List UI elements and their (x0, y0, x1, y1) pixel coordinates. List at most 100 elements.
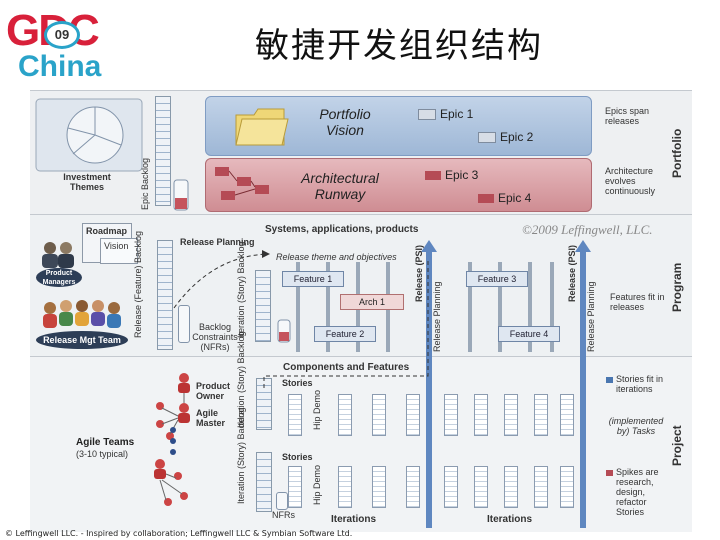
iteration-stack (338, 466, 352, 508)
stories-label-1: Stories (282, 378, 313, 388)
release-planning-arrow (173, 250, 270, 309)
epic-3-label: Epic 3 (445, 168, 479, 182)
hip-demo-label-2: Hip Demo (312, 464, 322, 505)
architecture-blocks-icon (215, 167, 269, 200)
epic-1: Epic 1 (418, 107, 473, 121)
iteration-stack (534, 394, 548, 436)
iteration-story-backlog-project-2 (256, 452, 272, 512)
nfrs-label: NFRs (272, 510, 295, 520)
release-psi-arrow-2 (580, 250, 586, 528)
release-planning-label: Release Planning (180, 237, 255, 247)
iteration-stack (406, 466, 420, 508)
iteration-stack (474, 394, 488, 436)
planning-dashed-connectors (263, 260, 429, 388)
logo-edition: 09 (44, 21, 80, 49)
arch-1: Arch 1 (340, 294, 404, 310)
iteration-stack (534, 466, 548, 508)
epic-jar-icon (173, 179, 189, 211)
product-managers-label: Product Managers (36, 268, 82, 287)
note-spikes: Spikes are research, design, refactor St… (616, 467, 659, 517)
slide-title: 敏捷开发组织结构 (255, 26, 543, 66)
gdc-china-logo: GDC 09 China (0, 0, 145, 86)
note-stories: Stories fit in iterations (616, 374, 664, 394)
logo-china-text: China (18, 50, 102, 83)
components-header: Components and Features (283, 362, 410, 373)
epic-4: Epic 4 (478, 191, 531, 205)
agile-teams-label: Agile Teams (76, 437, 135, 448)
epic-1-label: Epic 1 (440, 107, 474, 121)
footer-credit: © Leffingwell LLC. - Inspired by collabo… (5, 529, 353, 538)
release-psi-label-2: Release (PSI) (567, 244, 577, 302)
epic-2-label: Epic 2 (500, 130, 534, 144)
vision-doc-label: Vision (104, 241, 129, 251)
release-feature-backlog (157, 240, 173, 350)
feature-3: Feature 3 (466, 271, 528, 287)
iteration-story-backlog-project-label-2: Iteration (Story) Backlog (236, 407, 246, 504)
iteration-stack (444, 394, 458, 436)
portfolio-vision-title: Portfolio Vision (319, 106, 371, 138)
epic-backlog (155, 96, 171, 206)
release-psi-arrowhead-1 (421, 240, 437, 252)
architectural-runway-box (205, 158, 592, 212)
release-feature-backlog-label: Release (Feature) Backlog (133, 230, 143, 338)
epic-backlog-label: Epic Backlog (140, 157, 150, 210)
note-features-fit: Features fit in releases (610, 292, 665, 312)
note-epics-span: Epics span releases (605, 106, 650, 126)
folder-icon (235, 108, 289, 146)
project-label: Project (670, 425, 684, 466)
iteration-stack (372, 466, 386, 508)
backlog-constraints-label: Backlog Constraints (NFRs) (192, 322, 238, 352)
stories-swatch (606, 377, 613, 383)
release-theme-label: Release theme and objectives (276, 252, 397, 262)
release-mgt-team-icon (43, 300, 121, 328)
feature-1: Feature 1 (282, 271, 344, 287)
product-managers-icon (42, 242, 74, 268)
iterations-label-1: Iterations (331, 514, 377, 525)
release-psi-arrow-1 (426, 250, 432, 528)
iteration-story-backlog-program-label: Iteration (Story) Backlog (236, 241, 246, 338)
iteration-story-backlog-program (255, 270, 271, 342)
iteration-stack (504, 466, 518, 508)
stories-label-2: Stories (282, 452, 313, 462)
program-jar-icon (277, 319, 291, 343)
iteration-stack (406, 394, 420, 436)
vision-doc: Vision (100, 238, 138, 264)
investment-themes-pie (35, 98, 143, 172)
architectural-runway-title: Architectural Runway (301, 170, 379, 202)
release-psi-arrowhead-2 (575, 240, 591, 252)
iterations-label-2: Iterations (487, 514, 533, 525)
product-owner-label: Product Owner (196, 381, 231, 401)
note-tasks: (implemented by) Tasks (608, 416, 664, 436)
roadmap-label: Roadmap (86, 226, 128, 236)
agile-master-label: Agile Master (196, 408, 226, 428)
teams-dots (170, 427, 176, 455)
iteration-stack (560, 466, 574, 508)
iteration-stack (372, 394, 386, 436)
investment-themes-label: Investment Themes (63, 172, 111, 192)
portfolio-label: Portfolio (670, 128, 684, 178)
iteration-stack (288, 466, 302, 508)
program-label: Program (670, 262, 684, 312)
iteration-stack (560, 394, 574, 436)
release-planning-vertical-2: Release Planning (586, 281, 596, 352)
systems-header: Systems, applications, products (265, 224, 419, 235)
feature-4: Feature 4 (498, 326, 560, 342)
release-mgt-team-label: Release Mgt Team (36, 331, 128, 349)
iteration-stack (288, 394, 302, 436)
iteration-stack (338, 394, 352, 436)
iteration-stack (444, 466, 458, 508)
team-hierarchy-icon-2 (154, 459, 188, 506)
iteration-stack (474, 466, 488, 508)
epic-3: Epic 3 (425, 168, 478, 182)
epic-4-label: Epic 4 (498, 191, 532, 205)
nfr-small-jar (276, 492, 288, 510)
iteration-stack (504, 394, 518, 436)
copyright: ©2009 Leffingwell, LLC. (522, 222, 653, 237)
agile-teams-sub: (3-10 typical) (76, 449, 129, 459)
note-architecture: Architecture evolves continuously (605, 166, 656, 196)
team-hierarchy-icon-1 (156, 373, 190, 440)
epic-2: Epic 2 (478, 130, 533, 144)
nfr-jar-icon (178, 305, 190, 343)
feature-2: Feature 2 (314, 326, 376, 342)
spikes-swatch (606, 470, 613, 476)
